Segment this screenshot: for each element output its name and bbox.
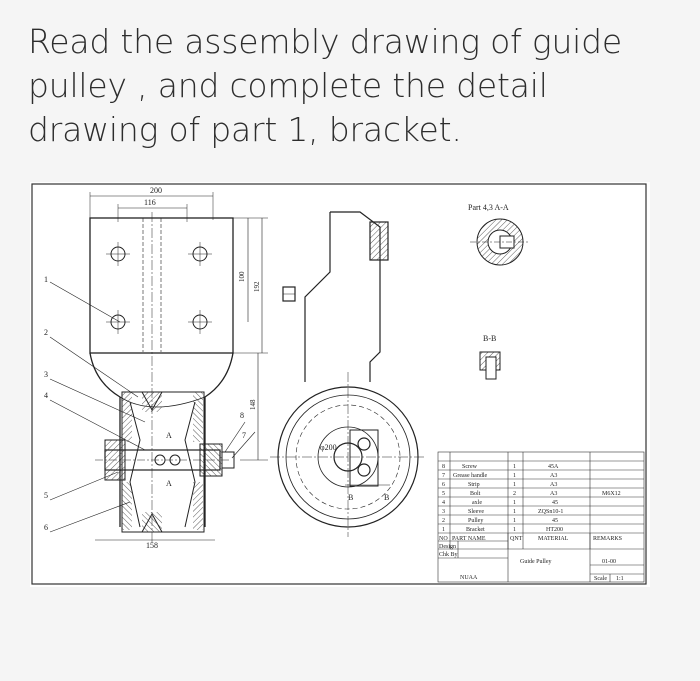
svg-text:1: 1 [513,473,516,479]
parts-list-rows: 8 Screw 1 45A 7 Grease handle 1 A3 6 Str… [439,464,622,542]
title-block: Design Chk By Guide Pulley 01-00 NUAA Sc… [439,544,624,582]
dim-192: 192 [253,281,261,292]
section-bb-view [479,351,501,380]
svg-text:Pulley: Pulley [468,518,483,524]
svg-text:Screw: Screw [462,464,478,470]
svg-text:Strip: Strip [468,482,480,488]
svg-text:A3: A3 [550,482,557,488]
leader-7: 7 [242,431,246,440]
question-text: Read the assembly drawing of guide pulle… [28,22,622,149]
drawing-title: Guide Pulley [520,559,552,565]
svg-text:Bracket: Bracket [466,527,485,533]
svg-text:1: 1 [513,509,516,515]
organization: NUAA [460,575,478,581]
dim-116: 116 [144,198,156,207]
svg-text:5: 5 [442,491,445,497]
header-qnt: QNT [510,536,523,542]
svg-text:4: 4 [442,500,445,506]
section-mark-a-bottom: A [166,479,172,488]
assembly-drawing: 200 116 100 192 148 158 8 7 1 2 3 4 5 6 … [31,183,647,585]
section-mark-b-left: B [348,493,353,502]
dim-158: 158 [146,541,158,550]
svg-text:1: 1 [513,500,516,506]
leader-5: 5 [44,491,48,500]
dim-phi200: φ200 [320,443,337,452]
svg-text:45: 45 [552,518,558,524]
svg-text:A3: A3 [550,491,557,497]
section-mark-a-top: A [166,431,172,440]
svg-text:45A: 45A [548,464,559,470]
front-view [49,192,268,542]
svg-text:1: 1 [442,527,445,533]
svg-text:HT200: HT200 [546,527,563,533]
section-mark-b-right: B [384,493,389,502]
leader-6: 6 [44,523,48,532]
svg-text:1: 1 [513,527,516,533]
svg-text:1: 1 [513,518,516,524]
svg-text:3: 3 [442,509,445,515]
svg-text:6: 6 [442,482,445,488]
svg-text:Sleeve: Sleeve [468,509,484,515]
scale-label: Scale [594,576,607,582]
svg-text:Grease handle: Grease handle [453,473,487,479]
leader-8: 8 [240,411,244,420]
svg-text:Bolt: Bolt [470,491,481,497]
scale-value: 1:1 [616,576,624,582]
svg-text:A3: A3 [550,473,557,479]
leader-4: 4 [44,391,48,400]
svg-text:45: 45 [552,500,558,506]
svg-text:M6X12: M6X12 [602,491,621,497]
dim-100: 100 [238,271,246,282]
sheet-border [31,183,647,585]
leader-1: 1 [44,275,48,284]
design-label: Design [439,544,456,550]
svg-text:2: 2 [513,491,516,497]
section-bb-label: B-B [483,334,496,343]
svg-text:2: 2 [442,518,445,524]
leader-2: 2 [44,328,48,337]
dim-148: 148 [249,399,257,410]
section-aa-label: Part 4,3 A-A [468,203,509,212]
header-remarks: REMARKS [593,536,622,542]
leader-3: 3 [44,370,48,379]
side-view [270,211,425,537]
dim-200: 200 [150,186,162,195]
svg-text:1: 1 [513,464,516,470]
svg-text:7: 7 [442,473,445,479]
header-material: MATERIAL [538,536,569,542]
svg-text:8: 8 [442,464,445,470]
header-no: NO [439,536,448,542]
header-part-name: PART NAME [452,536,486,542]
chk-by-label: Chk By [439,552,458,558]
parts-list-grid [437,451,645,583]
drawing-number: 01-00 [602,559,616,565]
assembly-drawing-sheet: 200 116 100 192 148 158 8 7 1 2 3 4 5 6 … [30,182,650,587]
svg-text:ZQSn10-1: ZQSn10-1 [538,509,563,515]
svg-text:axle: axle [472,500,482,506]
section-aa-view [470,218,530,266]
svg-text:1: 1 [513,482,516,488]
